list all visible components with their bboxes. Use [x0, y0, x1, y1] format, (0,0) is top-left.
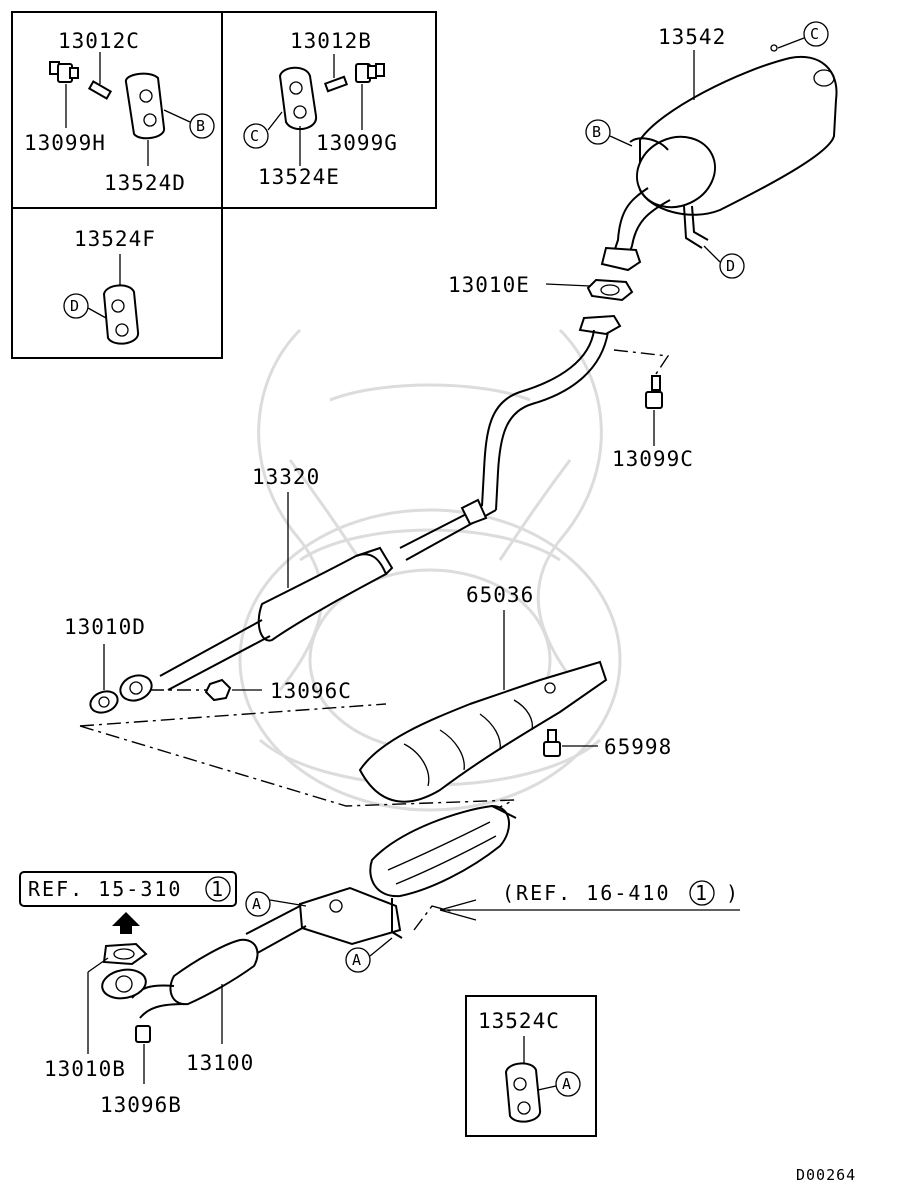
rubber-hanger-13524E	[278, 66, 318, 131]
callout-D-inset: D	[70, 297, 79, 315]
nut-13096C	[204, 678, 232, 702]
heat-protector-65036	[358, 660, 608, 803]
label-13100: 13100	[186, 1051, 254, 1075]
label-13320: 13320	[252, 465, 320, 489]
nut-13096B	[135, 1025, 151, 1043]
ref-15-310-text: REF. 15-310	[28, 877, 182, 901]
main-muffler-13542	[600, 44, 838, 272]
ref-16-410-number: 1	[695, 881, 709, 905]
callout-C-muffler: C	[810, 25, 819, 43]
inset-box-grid	[11, 11, 437, 359]
inset-hanger-13524C: 13524C A	[465, 995, 597, 1137]
gasket-13010E	[586, 278, 634, 302]
label-13010B: 13010B	[44, 1057, 126, 1081]
callout-D-muffler: D	[726, 257, 735, 275]
ref-16-410-text: (REF. 16-410	[502, 881, 671, 905]
label-65998: 65998	[604, 735, 672, 759]
callout-B-inset: B	[196, 117, 205, 135]
callout-B-muffler: B	[592, 123, 601, 141]
label-13012C: 13012C	[58, 29, 140, 53]
label-13099C: 13099C	[612, 447, 694, 471]
ref-16-410-close: )	[726, 881, 740, 905]
callout-A-lower: A	[352, 951, 361, 969]
ref-16-410: (REF. 16-410 1 )	[439, 880, 740, 921]
ref-box-15-310: REF. 15-310 1	[19, 871, 237, 907]
callout-A-front: A	[252, 895, 261, 913]
label-13012B: 13012B	[290, 29, 372, 53]
label-13524C: 13524C	[478, 1009, 560, 1033]
label-13096C: 13096C	[270, 679, 352, 703]
label-13096B: 13096B	[100, 1093, 182, 1117]
ref-15-310-number: 1	[211, 877, 225, 901]
gasket-13010D	[89, 690, 119, 714]
callout-A-inset: A	[562, 1075, 571, 1093]
label-13099H: 13099H	[24, 131, 106, 155]
bolt-13099C	[645, 375, 663, 409]
center-pipe-13320	[119, 314, 622, 702]
front-pipe-13100	[101, 804, 517, 1019]
label-13524D: 13524D	[104, 171, 186, 195]
gasket-13010B	[102, 942, 148, 966]
inset-hanger-13524D: 13012C 13099H 13524D B	[24, 29, 215, 195]
inset-hanger-13524E: 13012B 13099G 13524E C	[243, 29, 398, 189]
label-13010D: 13010D	[64, 615, 146, 639]
diagram-code: D00264	[796, 1166, 856, 1184]
pin-13012C	[87, 80, 113, 100]
label-65036: 65036	[466, 583, 534, 607]
label-13542: 13542	[658, 25, 726, 49]
watermark-emblem	[238, 328, 622, 812]
up-arrow-icon	[112, 912, 140, 934]
label-13099G: 13099G	[316, 131, 398, 155]
pin-13012B	[323, 75, 349, 93]
inset-hanger-13524F: 13524F D	[63, 227, 156, 345]
rubber-hanger-13524D	[125, 72, 165, 140]
callout-circle-B	[189, 113, 215, 139]
rubber-hanger-13524F	[102, 284, 139, 345]
bolt-65998	[543, 729, 561, 757]
label-13010E: 13010E	[448, 273, 530, 297]
label-13524E: 13524E	[258, 165, 340, 189]
callout-C-inset: C	[250, 127, 259, 145]
bolt-13099G	[355, 63, 385, 83]
bolt-13099H	[49, 61, 79, 83]
label-13524F: 13524F	[74, 227, 156, 251]
